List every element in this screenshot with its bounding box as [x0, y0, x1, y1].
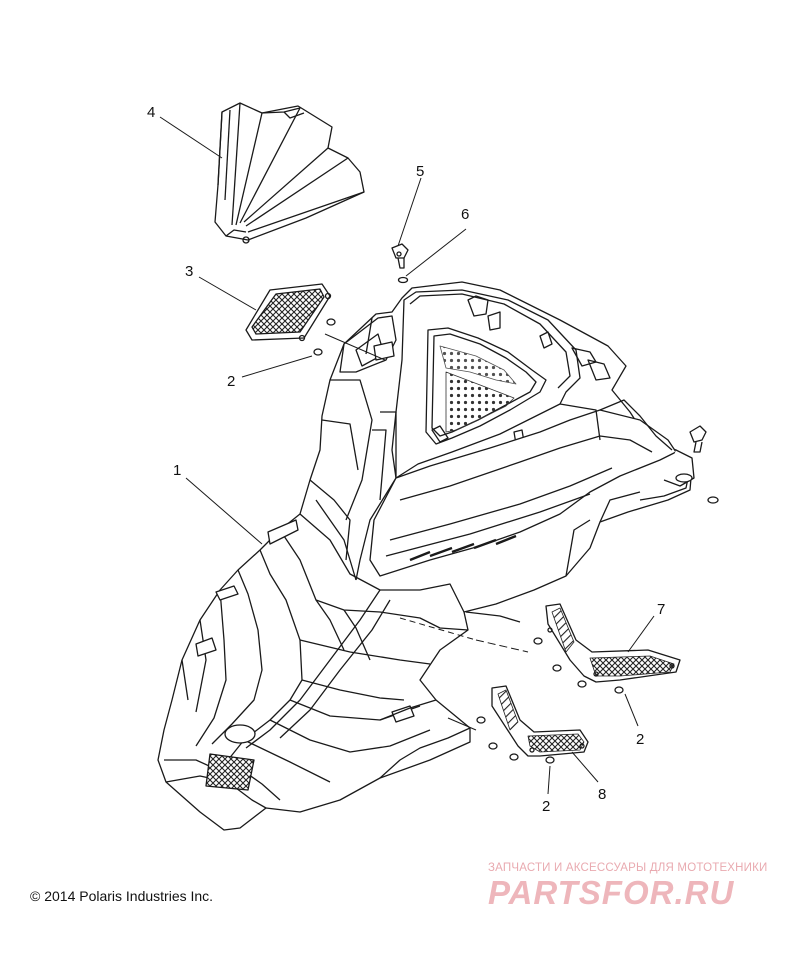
- part-7-nuts: [533, 637, 624, 694]
- leader-lines: [159, 116, 655, 795]
- part-8-nuts: [476, 716, 555, 764]
- part-3-grille: [245, 283, 332, 342]
- callout-4: 4: [147, 104, 155, 121]
- watermark-tagline: ЗАПЧАСТИ И АКСЕССУАРЫ ДЛЯ МОТОТЕХНИКИ: [488, 862, 768, 874]
- nut: [313, 348, 323, 356]
- part-8-side-grille: [491, 685, 589, 757]
- part-7-side-grille: [545, 603, 681, 683]
- callout-2: 2: [542, 798, 550, 815]
- callout-labels: 4 5 6 3 2 1 7 2 8 2: [147, 104, 665, 815]
- callout-2: 2: [636, 731, 644, 748]
- part-1-hood: [157, 281, 695, 831]
- part-4-vent-cover: [214, 102, 365, 244]
- callout-2: 2: [227, 373, 235, 390]
- callout-7: 7: [657, 601, 665, 618]
- copyright-notice: © 2014 Polaris Industries Inc.: [30, 888, 214, 904]
- callout-5: 5: [416, 163, 424, 180]
- callout-8: 8: [598, 786, 606, 803]
- watermark-logo: PARTSFOR.RU: [488, 874, 735, 911]
- callout-1: 1: [173, 462, 181, 479]
- right-clip: [689, 425, 719, 504]
- callout-6: 6: [461, 206, 469, 223]
- part-5-clip: [391, 243, 409, 269]
- part-6-nut: [397, 276, 409, 284]
- nut: [326, 318, 336, 326]
- callout-3: 3: [185, 263, 193, 280]
